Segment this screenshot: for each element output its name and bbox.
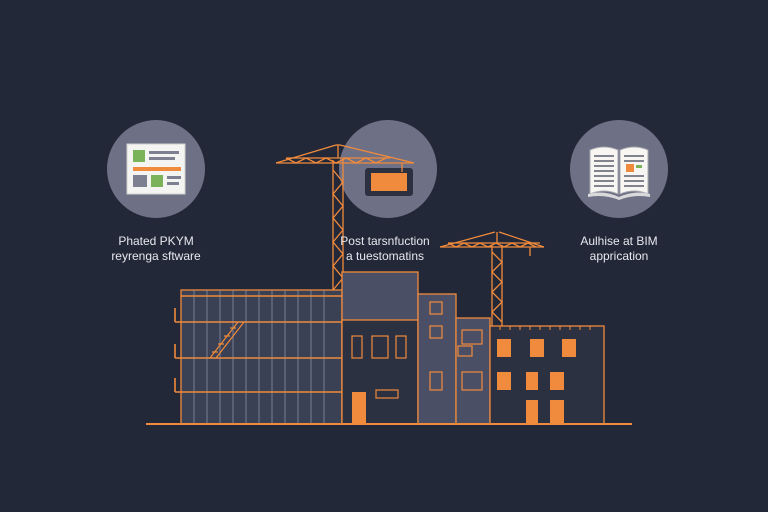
mid-building [341,271,419,425]
caption-construction: Post tarsnfuction a tuestomatins [295,234,475,264]
caption-construction-line2: a tuestomatins [345,249,425,263]
tower-crane-right [439,231,545,326]
feature-circle-software [107,120,205,218]
caption-bim-line2: apprication [589,249,649,263]
caption-software-line2: reyrenga sftware [111,249,201,263]
caption-software-line1: Phated PKYM [118,234,194,248]
tower-crane-left [275,144,415,291]
document-icon [126,143,186,195]
caption-software: Phated PKYM reyrenga sftware [66,234,246,264]
feature-circle-construction [339,120,437,218]
window-building [489,325,605,425]
tablet-icon [365,168,413,196]
caption-bim-line1: Aulhise at BIM [580,234,658,248]
glass-building [174,289,343,425]
caption-bim: Aulhise at BIM apprication [529,234,709,264]
open-book-icon [588,146,650,200]
caption-construction-line1: Post tarsnfuction [340,234,430,248]
feature-circle-bim [570,120,668,218]
narrow-building [417,293,491,425]
